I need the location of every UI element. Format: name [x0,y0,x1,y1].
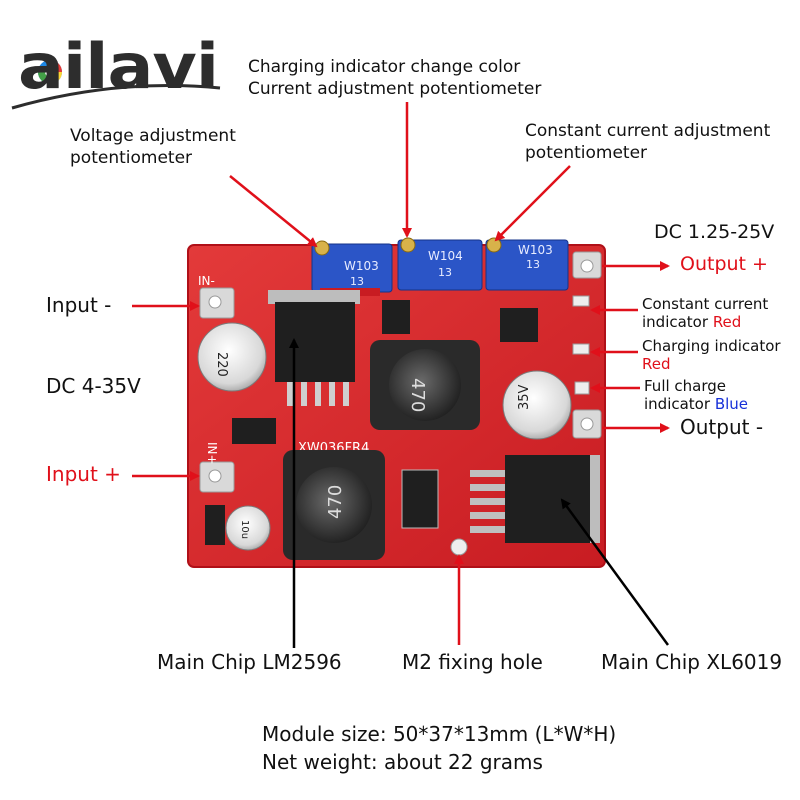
logo-color-wheel-icon [38,60,62,84]
ailavi-logo: ailavi [11,30,221,110]
input-minus-label: Input - [46,293,112,317]
led-full [574,381,590,395]
potentiometer-3: W103 13 [485,237,569,291]
logo-swoosh [11,84,221,110]
cc-pot-line2: potentiometer [525,143,648,163]
svg-text:W103: W103 [518,243,553,257]
potentiometer-1: W103 13 [311,240,393,296]
potentiometer-2: W104 13 [397,237,483,291]
full-charge-label: Full charge indicator Blue [644,377,748,413]
full-charge-line1: Full charge [644,377,727,395]
output-minus-label: Output - [680,415,764,439]
charging-change-line2: Current adjustment potentiometer [248,79,542,99]
module-size: Module size: 50*37*13mm (L*W*H) [262,722,617,746]
svg-text:10u: 10u [239,520,250,539]
cc-pot-line1: Constant current adjustment [525,121,771,141]
main-chip-lm2596-label: Main Chip LM2596 [157,650,342,674]
lm2596-chip [268,290,360,406]
u2-chip [500,308,538,342]
dc-input-range: DC 4-35V [46,374,141,398]
led-charging [572,343,590,355]
charging-indicator-label: Charging indicator Red [642,337,781,373]
m2-hole-label: M2 fixing hole [402,650,543,674]
output-inductor: 470 [370,340,480,430]
svg-text:IN-: IN- [198,274,215,288]
svg-text:W103: W103 [344,259,379,273]
smd-diode-mid [401,469,439,529]
full-charge-color: Blue [714,395,749,413]
svg-text:13: 13 [526,258,540,271]
u3-chip [382,300,410,334]
svg-text:IN+: IN+ [205,442,219,465]
cc-indicator-line2: indicator [642,313,709,331]
svg-text:35V: 35V [517,384,532,410]
charging-indicator-line1: Charging indicator [642,337,781,355]
svg-text:13: 13 [438,266,452,279]
charging-change-label: Charging indicator change color Current … [248,56,541,100]
dc-output-range: DC 1.25-25V [654,221,775,243]
voltage-pot-line1: Voltage adjustment [70,126,236,146]
logo-wordmark: ailavi [18,30,218,103]
cc-indicator-label: Constant current indicator Red [642,295,768,331]
svg-text:220: 220 [214,352,229,377]
svg-text:470: 470 [407,378,428,412]
charging-indicator-color: Red [642,355,671,373]
input-inductor: 470 [283,450,385,560]
led-cc [572,295,590,307]
cc-indicator-color: Red [712,313,742,331]
input-plus-label: Input + [46,462,121,486]
cc-pot-label: Constant current adjustment potentiomete… [525,120,770,164]
svg-text:470: 470 [325,485,346,519]
output-capacitor: 35V [502,370,572,440]
output-plus-label: Output + [680,253,768,275]
diode [232,418,276,444]
smd-diode-small [205,505,225,545]
full-charge-line2: indicator [644,395,711,413]
svg-text:13: 13 [350,275,364,288]
voltage-pot-line2: potentiometer [70,148,193,168]
svg-text:W104: W104 [428,249,463,263]
small-capacitor: 10u [225,505,271,551]
charging-change-line1: Charging indicator change color [248,57,521,77]
net-weight: Net weight: about 22 grams [262,750,543,774]
voltage-pot-label: Voltage adjustment potentiometer [70,125,236,169]
cc-indicator-line1: Constant current [642,295,769,313]
input-capacitor: 220 [197,322,267,392]
main-chip-xl6019-label: Main Chip XL6019 [601,650,783,674]
m2-fixing-hole [450,538,468,556]
